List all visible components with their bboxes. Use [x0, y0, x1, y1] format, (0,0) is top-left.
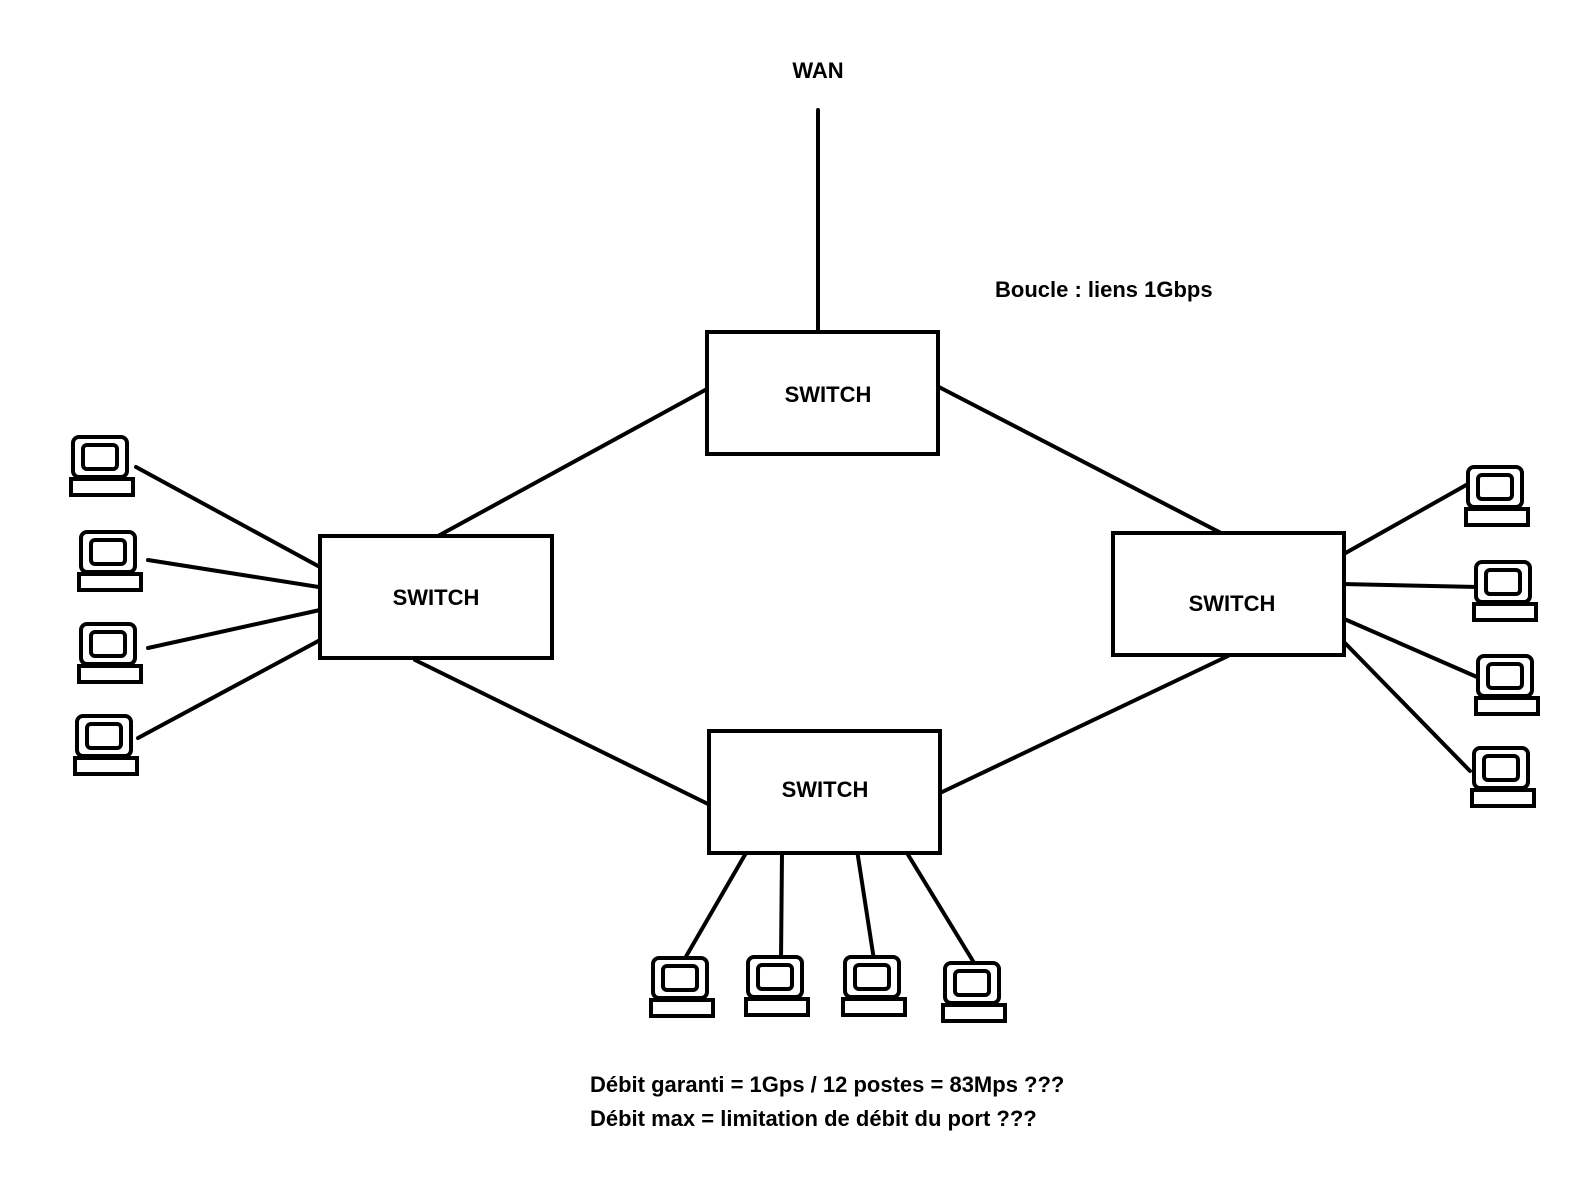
endpoint-link [146, 608, 322, 650]
loop-note: Boucle : liens 1Gbps [995, 277, 1213, 302]
switch-label: SWITCH [1189, 591, 1276, 616]
ring-link-top-left [436, 387, 709, 538]
endpoint-link [1340, 482, 1470, 557]
computer-icon[interactable] [841, 955, 907, 1017]
endpoint-link [136, 637, 324, 740]
switch-label: SWITCH [393, 585, 480, 610]
switch-label: SWITCH [785, 382, 872, 407]
endpoint-link [1340, 582, 1480, 589]
computer-icon[interactable] [1474, 654, 1540, 716]
computer-icon[interactable] [73, 714, 139, 776]
endpoint-link [1340, 638, 1472, 773]
switch-label: SWITCH [782, 777, 869, 802]
switch-right[interactable]: SWITCH [1111, 531, 1346, 657]
endpoint-link [1340, 616, 1479, 679]
ring-link-left-bottom [413, 658, 710, 806]
ring-link-right-bottom [938, 654, 1230, 795]
note-guaranteed-rate: Débit garanti = 1Gps / 12 postes = 83Mps… [590, 1072, 1064, 1097]
endpoint-link [682, 851, 748, 962]
computer-icon[interactable] [649, 956, 715, 1018]
computer-icon[interactable] [1464, 465, 1530, 527]
computer-icon[interactable] [69, 435, 135, 497]
computer-icon[interactable] [941, 961, 1007, 1023]
note-max-rate: Débit max = limitation de débit du port … [590, 1106, 1037, 1131]
endpoint-link [779, 851, 784, 962]
endpoint-link [146, 558, 327, 590]
wan-label: WAN [792, 58, 843, 83]
endpoint-link [134, 465, 320, 568]
endpoint-link [905, 851, 978, 968]
computer-icon[interactable] [77, 530, 143, 592]
computer-icon[interactable] [77, 622, 143, 684]
computer-icon[interactable] [1472, 560, 1538, 622]
switch-left[interactable]: SWITCH [318, 534, 554, 660]
switch-bottom[interactable]: SWITCH [707, 729, 942, 855]
computer-icon[interactable] [744, 955, 810, 1017]
ring-link-top-right [935, 384, 1223, 535]
switch-top[interactable]: SWITCH [705, 330, 940, 456]
endpoint-link [855, 848, 876, 962]
computer-icon[interactable] [1470, 746, 1536, 808]
